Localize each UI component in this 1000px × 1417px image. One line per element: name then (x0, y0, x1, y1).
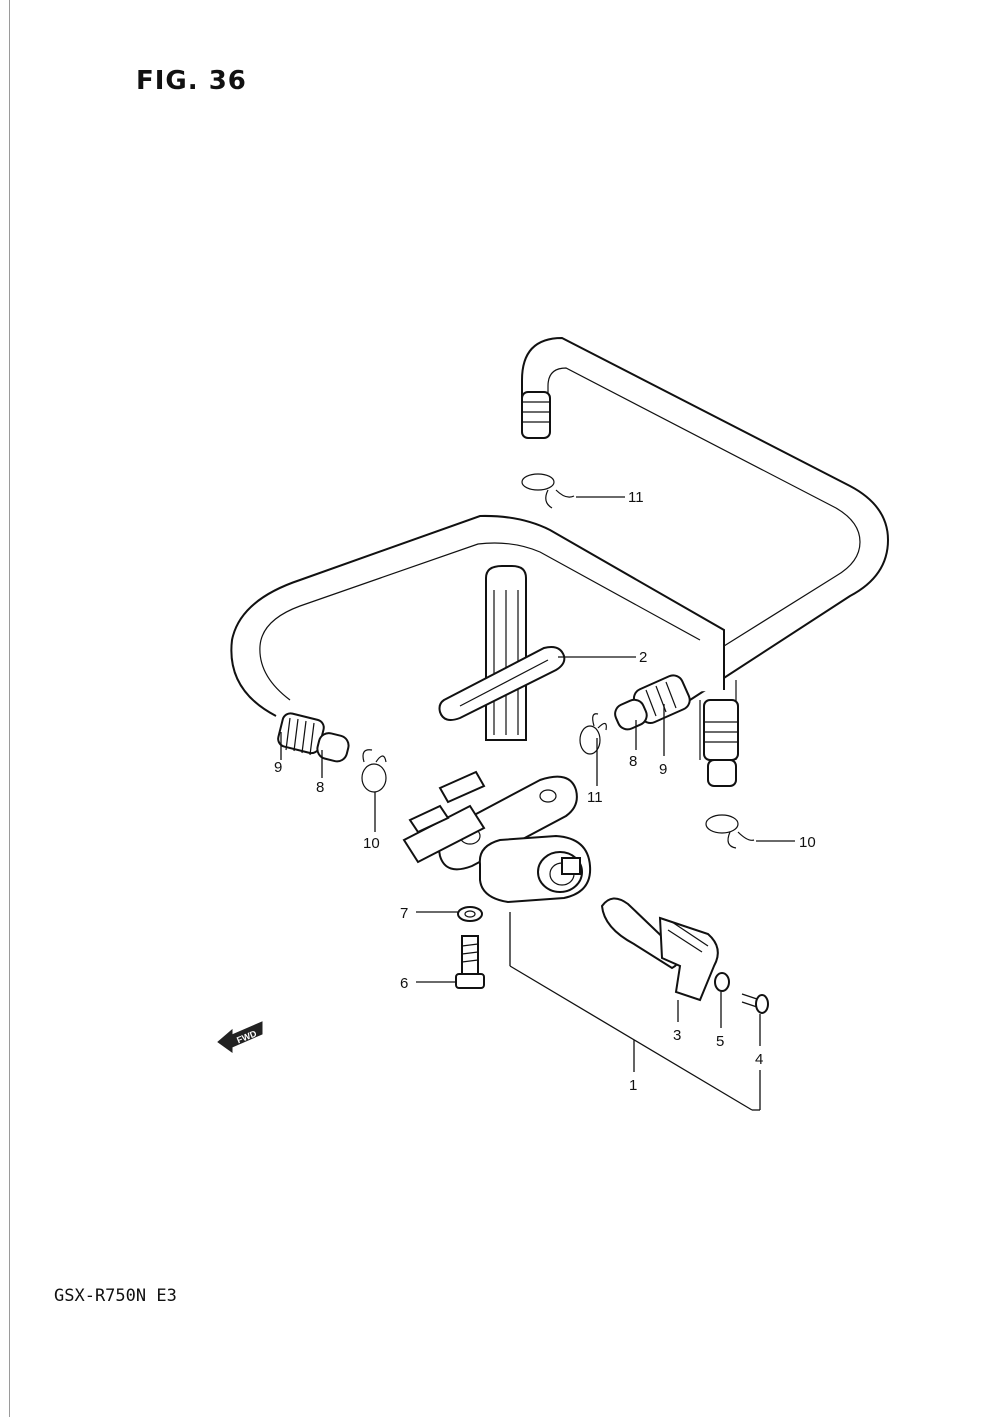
callout-10-right: 10 (799, 834, 816, 851)
callout-6: 6 (400, 975, 408, 992)
callout-8-right: 8 (629, 753, 637, 770)
mounting-bolt (455, 935, 485, 989)
page-edge-rule (9, 0, 10, 1417)
lever-washer (714, 972, 730, 992)
hose-clamp-middle (579, 713, 607, 755)
fwd-arrow-label: FWD (235, 1028, 258, 1045)
fwd-arrow-icon: FWD (217, 1021, 263, 1053)
mounting-washer (457, 906, 483, 922)
lever-screw (741, 993, 769, 1014)
callout-4: 4 (755, 1051, 763, 1068)
callout-5: 5 (716, 1033, 724, 1050)
hose-clamp-upper (521, 473, 575, 509)
hose-clamp-left (361, 749, 387, 793)
figure-title: FIG. 36 (136, 66, 247, 96)
callout-3: 3 (673, 1027, 681, 1044)
fuel-hose-right (521, 336, 890, 760)
callout-2: 2 (639, 649, 647, 666)
callout-9-right: 9 (659, 761, 667, 778)
hose-sleeve-upper (521, 391, 551, 439)
callout-10-left: 10 (363, 835, 380, 852)
callout-1: 1 (629, 1077, 637, 1094)
fuel-cock-lever (600, 897, 719, 1002)
fuel-hose-left (230, 514, 725, 717)
leader-lines (280, 496, 795, 1111)
model-code: GSX-R750N E3 (54, 1286, 177, 1306)
fuel-strainer (438, 565, 566, 741)
callout-7: 7 (400, 905, 408, 922)
callout-11-middle: 11 (587, 789, 603, 806)
hose-clamp-right-lower (705, 814, 755, 849)
callout-9-left: 9 (274, 759, 282, 776)
callout-11-upper: 11 (628, 489, 644, 506)
fuel-cock-body (402, 770, 592, 904)
hose-sleeve-right (614, 674, 739, 787)
callout-8-left: 8 (316, 779, 324, 796)
hose-sleeve-left (277, 712, 350, 763)
